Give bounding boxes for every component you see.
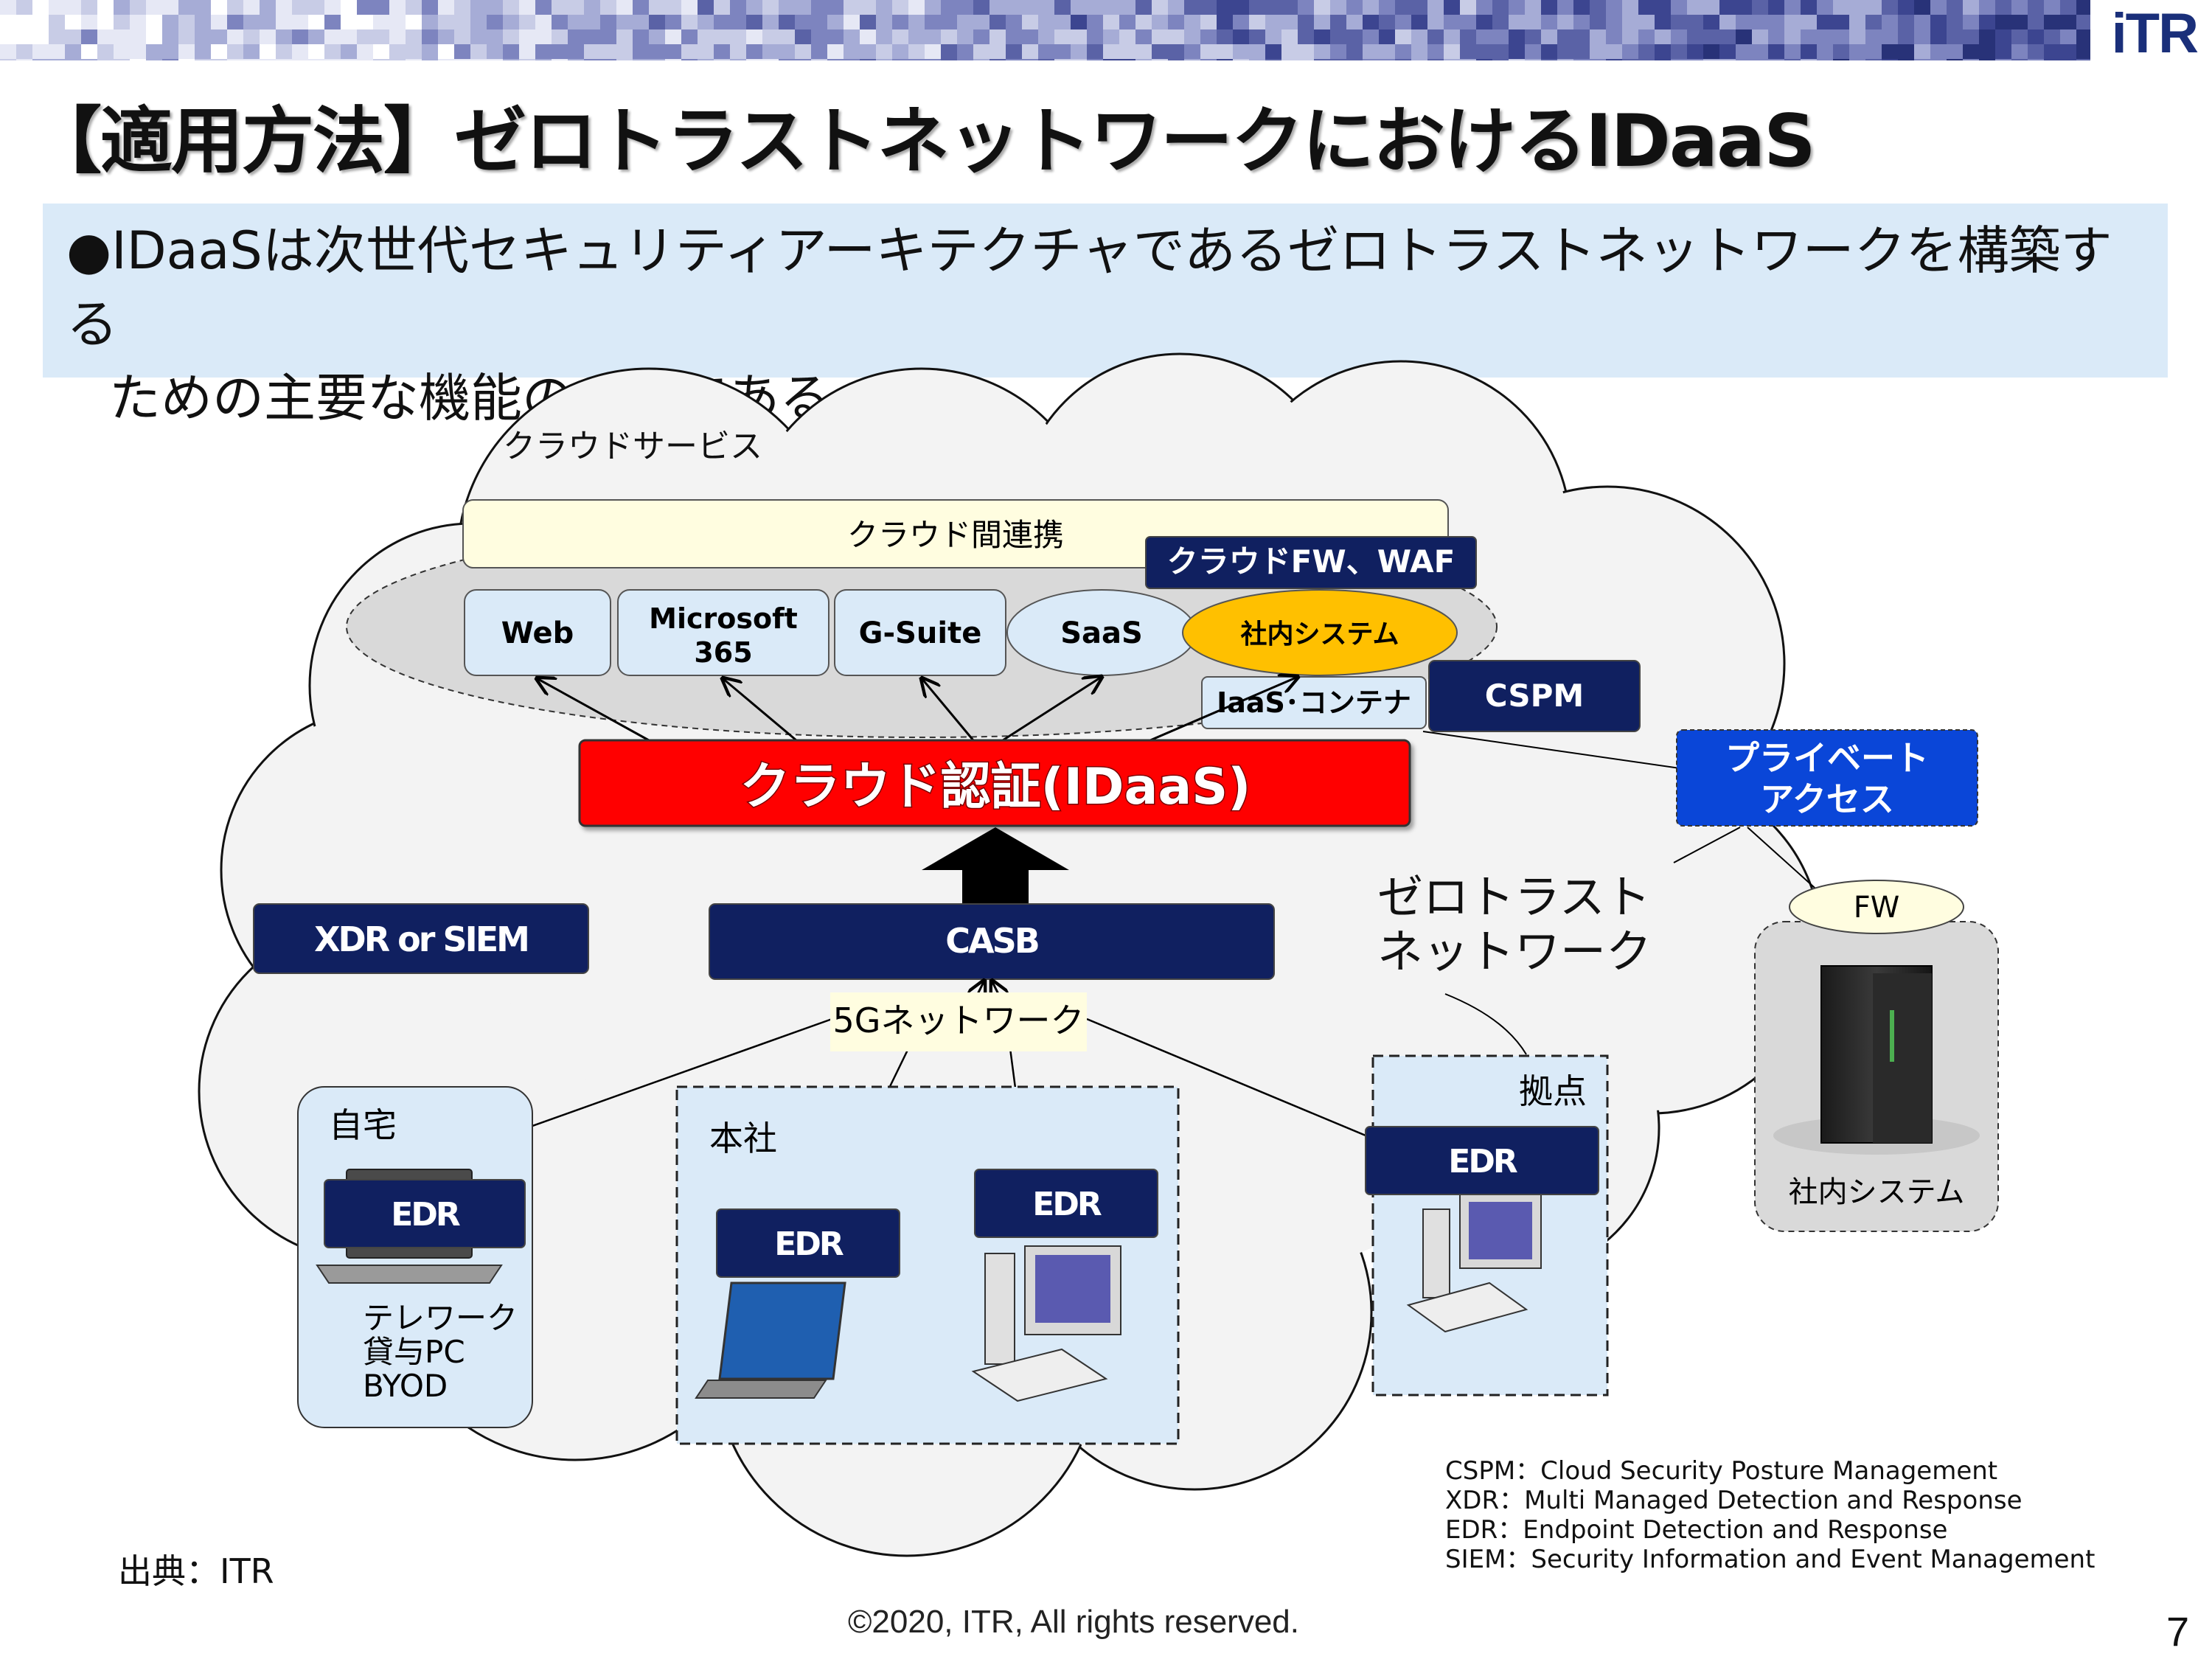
hq-edr-label-1: EDR — [774, 1225, 844, 1263]
header-mosaic-band — [0, 0, 2090, 60]
service-saas: SaaS — [1006, 589, 1197, 676]
cspm-link-line — [1422, 731, 1711, 773]
cloud-fw-waf-box — [1145, 536, 1477, 589]
page-number: 7 — [2166, 1608, 2190, 1655]
private-access-box — [1676, 729, 1978, 827]
cspm-label: CSPM — [1485, 678, 1584, 714]
internal-system-label: 社内システム — [1789, 1175, 1965, 1209]
svg-text:365: 365 — [694, 636, 752, 669]
hq-laptop-icon — [695, 1281, 846, 1399]
zero-trust-label-2: ネットワーク — [1377, 925, 1652, 978]
branch-desktop-icon — [1406, 1194, 1542, 1333]
cloud-services-label: クラウドサービス — [503, 428, 762, 465]
svg-text:Web: Web — [501, 616, 574, 650]
copyright: ©2020, ITR, All rights reserved. — [848, 1604, 1300, 1640]
cspm-box — [1428, 660, 1641, 732]
svg-text:Microsoft: Microsoft — [649, 602, 798, 635]
idaas-box — [578, 739, 1411, 827]
lead-line-1: ●IDaaSは次世代セキュリティアーキテクチャであるゼロトラストネットワークを構… — [66, 220, 2112, 355]
home-note-telework: テレワーク — [363, 1300, 518, 1336]
branch-label: 拠点 — [1519, 1071, 1587, 1111]
5g-network-label: 5Gネットワーク — [833, 1001, 1085, 1040]
source-note: 出典：ITR — [118, 1551, 274, 1591]
cloud-link-label: クラウド間連携 — [847, 517, 1064, 553]
iaas-container-label: IaaS･コンテナ — [1217, 686, 1411, 719]
svg-text:SaaS: SaaS — [1060, 616, 1143, 650]
hq-edr-box-1 — [716, 1208, 900, 1278]
home-note-byod: BYOD — [363, 1368, 448, 1404]
iaas-container-box — [1201, 676, 1427, 729]
hq-edr-box-2 — [974, 1169, 1158, 1238]
hq-desktop-icon — [971, 1245, 1121, 1402]
casb-label: CASB — [945, 921, 1038, 961]
zero-trust-label-1: ゼロトラスト — [1377, 870, 1651, 924]
hq-label: 本社 — [709, 1119, 777, 1158]
xdr-siem-box — [253, 903, 589, 974]
branch-edr-box — [1365, 1126, 1599, 1195]
service-internal-system: 社内システム — [1182, 589, 1458, 676]
server-icon — [1773, 965, 1980, 1155]
definition-cspm: CSPM：Cloud Security Posture Management — [1445, 1456, 1998, 1486]
fw-label: FW — [1854, 891, 1900, 925]
private-access-label-1: プライベート — [1725, 738, 1929, 778]
definition-siem: SIEM：Security Information and Event Mana… — [1445, 1545, 2096, 1574]
idaas-label: クラウド認証(IDaaS) — [740, 758, 1251, 816]
abbreviation-definitions: CSPM：Cloud Security Posture Management X… — [1445, 1456, 2095, 1574]
hq-edr-label-2: EDR — [1032, 1186, 1102, 1223]
service-microsoft-365: Microsoft 365 — [617, 589, 830, 676]
definition-xdr: XDR：Multi Managed Detection and Response — [1445, 1486, 2023, 1515]
home-label: 自宅 — [329, 1105, 397, 1145]
itr-logo: iTR — [2111, 2, 2199, 65]
home-edr-label: EDR — [391, 1196, 460, 1234]
branch-edr-label: EDR — [1448, 1143, 1517, 1180]
definition-edr: EDR：Endpoint Detection and Response — [1445, 1515, 1948, 1545]
fw-ellipse — [1789, 880, 1964, 934]
home-edr-box — [324, 1179, 526, 1248]
private-access-label-2: アクセス — [1760, 779, 1894, 819]
lead-box — [43, 204, 2168, 378]
idaas-service-arrows — [537, 677, 1298, 742]
cloud-fw-waf-label: クラウドFW、WAF — [1167, 543, 1455, 580]
page-title: 【適用方法】ゼロトラストネットワークにおけるIDaaS — [29, 100, 1816, 184]
xdr-siem-label: XDR or SIEM — [314, 919, 528, 959]
home-note-loaned-pc: 貸与PC — [363, 1334, 465, 1370]
up-arrow — [922, 827, 1069, 907]
svg-text:G-Suite: G-Suite — [859, 616, 982, 650]
service-g-suite: G-Suite — [834, 589, 1006, 676]
service-web: Web — [464, 589, 611, 676]
lead-text: ●IDaaSは次世代セキュリティアーキテクチャであるゼロトラストネットワークを構… — [66, 214, 2160, 435]
svg-text:社内システム: 社内システム — [1241, 619, 1399, 650]
5g-network-box — [830, 992, 1087, 1051]
